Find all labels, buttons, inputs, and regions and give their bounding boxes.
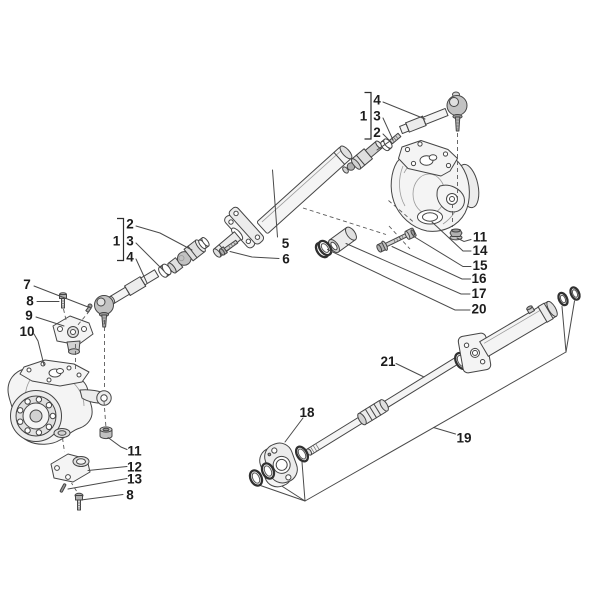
callout-13: 13 — [127, 472, 143, 487]
callout-11-left: 11 — [127, 444, 142, 459]
power-cylinder-assembly — [248, 286, 581, 502]
left-tie-rod-assembly — [94, 237, 210, 328]
lower-plate-12 — [50, 453, 91, 483]
callout-1-left: 1 — [113, 234, 121, 249]
rod-collar — [357, 399, 389, 426]
callout-6: 6 — [282, 252, 290, 267]
upper-arm-plate-9 — [52, 315, 94, 355]
tie-rod-tube — [108, 269, 160, 305]
callout-17: 17 — [471, 286, 486, 301]
callout-19: 19 — [456, 431, 471, 446]
callout-20: 20 — [471, 302, 486, 317]
callout-leader-lines — [33, 91, 472, 501]
grease-fitting-7 — [85, 303, 93, 313]
bolt-8-top — [59, 292, 67, 309]
steering-cylinder-assembly — [212, 145, 353, 258]
tie-rod-end-left — [94, 295, 114, 328]
rod-oring — [294, 445, 310, 463]
seal-oring-b — [260, 462, 276, 480]
piston-rod-stub — [212, 231, 242, 258]
flange-bolt — [219, 239, 239, 256]
lock-washer — [380, 138, 393, 152]
seal-kit-lines — [258, 300, 575, 502]
seal-oring-a — [248, 469, 264, 487]
callout-11-right: 11 — [473, 230, 488, 245]
callout-10: 10 — [19, 324, 34, 339]
left-knuckle-assembly — [7, 292, 113, 511]
end-oring-b — [569, 286, 581, 301]
pin-13 — [59, 483, 67, 493]
callout-3-left: 3 — [126, 234, 134, 249]
callout-18: 18 — [299, 405, 315, 420]
nut-15 — [404, 227, 417, 240]
nut-11 — [449, 228, 463, 241]
callout-15: 15 — [472, 258, 488, 273]
callout-3-right: 3 — [373, 109, 381, 124]
threaded-stud — [389, 132, 402, 145]
callout-12: 12 — [127, 460, 142, 475]
ball-socket-end — [350, 140, 383, 170]
callout-7: 7 — [23, 277, 31, 292]
callout-8-bottom: 8 — [126, 488, 134, 503]
lock-washer — [158, 263, 172, 278]
bolt-8-bottom — [74, 492, 84, 511]
assembly-axis-lines — [62, 133, 458, 492]
small-ring — [342, 166, 349, 174]
bushing-17 — [328, 226, 357, 254]
tie-rod-end-right — [446, 91, 468, 132]
hub-face — [10, 390, 62, 442]
callout-2-right: 2 — [373, 125, 381, 140]
right-knuckle-assembly — [314, 140, 480, 259]
callout-4-right: 4 — [373, 93, 381, 108]
callout-labels: 2 1 3 4 5 6 4 1 3 2 7 8 9 10 11 12 13 8 … — [19, 93, 488, 503]
cylinder-barrel — [256, 145, 353, 234]
callout-2-left: 2 — [126, 217, 134, 232]
callout-8-top: 8 — [26, 294, 34, 309]
callout-16: 16 — [471, 271, 487, 286]
callout-1-right: 1 — [360, 109, 368, 124]
callout-5: 5 — [282, 236, 290, 251]
end-oring-a — [557, 291, 569, 307]
callout-21: 21 — [380, 354, 396, 369]
callout-14: 14 — [472, 243, 488, 258]
cylinder-barrel-19 — [479, 300, 558, 357]
cap-11-left — [99, 426, 113, 440]
callout-4-left: 4 — [126, 250, 134, 265]
seal-20 — [314, 239, 333, 259]
callout-9: 9 — [25, 308, 33, 323]
